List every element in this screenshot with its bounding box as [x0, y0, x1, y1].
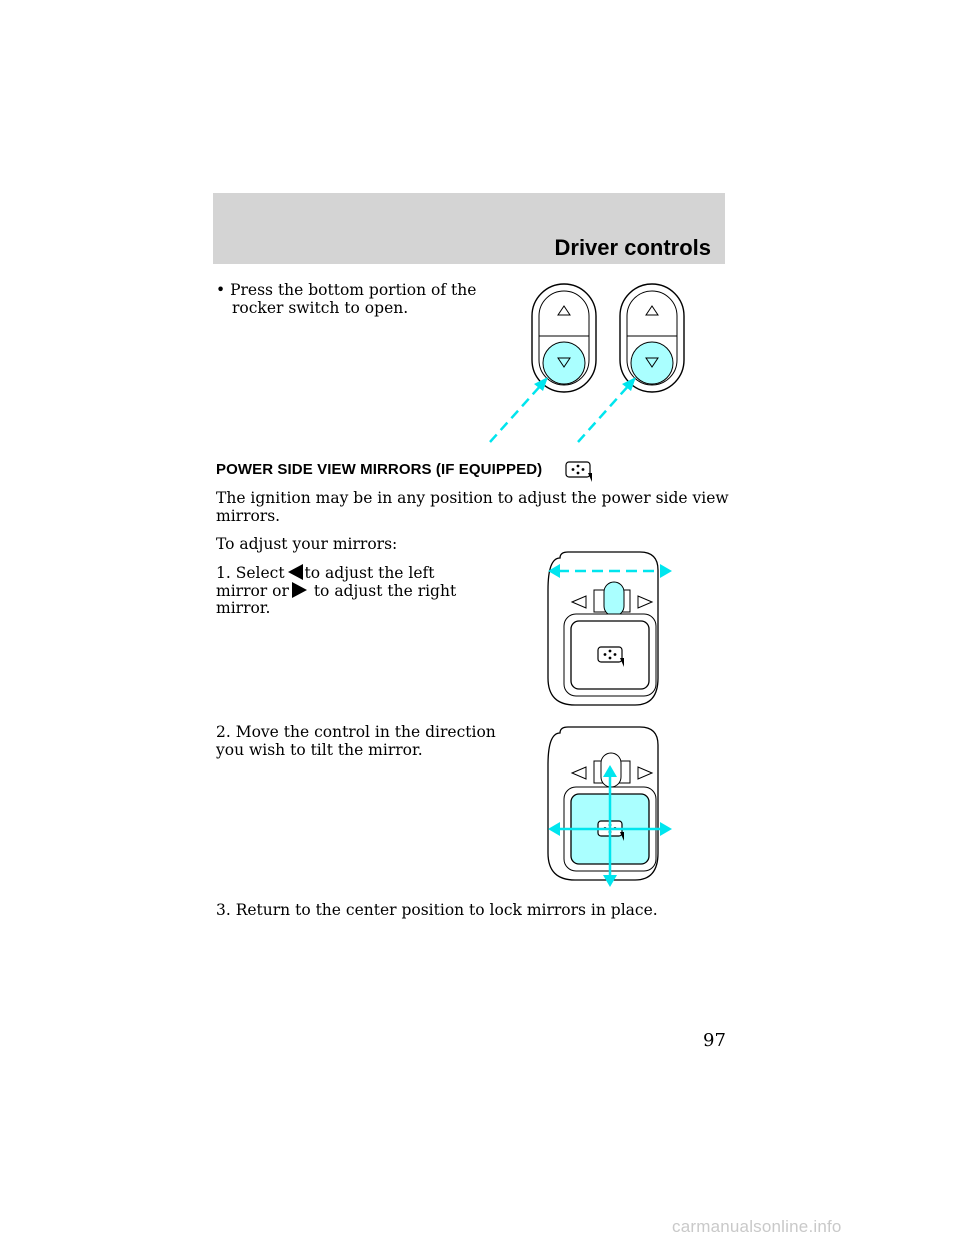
step1-line2: mirror or to adjust the right	[216, 581, 456, 600]
mirror-control-icon	[565, 461, 592, 482]
mirror-select-illustration	[547, 551, 672, 706]
bullet-text-line1: Press the bottom portion of the	[230, 281, 477, 299]
step1-line3: mirror.	[216, 599, 271, 617]
intro-line2: mirrors.	[216, 507, 281, 525]
step3-text: 3. Return to the center position to lock…	[216, 901, 658, 919]
mirrors-heading: POWER SIDE VIEW MIRRORS (IF EQUIPPED)	[216, 461, 542, 478]
section-title: Driver controls	[554, 235, 712, 260]
page-number: 97	[703, 1030, 726, 1051]
mirror-tilt-illustration	[547, 726, 672, 887]
step1-right-text: to adjust the right	[313, 582, 457, 600]
watermark-text: carmanualsonline.info	[672, 1217, 842, 1236]
step1-select-text: 1. Select	[216, 564, 285, 582]
to-adjust-text: To adjust your mirrors:	[216, 535, 398, 553]
bullet-text-line2: rocker switch to open.	[232, 299, 409, 317]
bullet-glyph: •	[216, 281, 226, 299]
step2-line2: you wish to tilt the mirror.	[216, 741, 423, 759]
section-header-band: Driver controls	[213, 193, 725, 264]
bullet-item: • Press the bottom portion of the	[216, 281, 476, 299]
step1-left-text: to adjust the left	[304, 564, 435, 582]
step1-line1: 1. Select to adjust the left	[216, 563, 435, 582]
step1-mirror-or-text: mirror or	[216, 582, 289, 600]
intro-line1: The ignition may be in any position to a…	[216, 489, 729, 507]
right-triangle-icon	[291, 582, 307, 598]
right-rocker-switch	[619, 283, 685, 393]
rocker-switch-illustration	[489, 283, 685, 443]
step2-line1: 2. Move the control in the direction	[216, 723, 496, 741]
left-rocker-switch	[531, 283, 597, 393]
left-triangle-icon	[287, 564, 303, 580]
mirrors-heading-text: POWER SIDE VIEW MIRRORS (IF EQUIPPED)	[216, 461, 543, 478]
